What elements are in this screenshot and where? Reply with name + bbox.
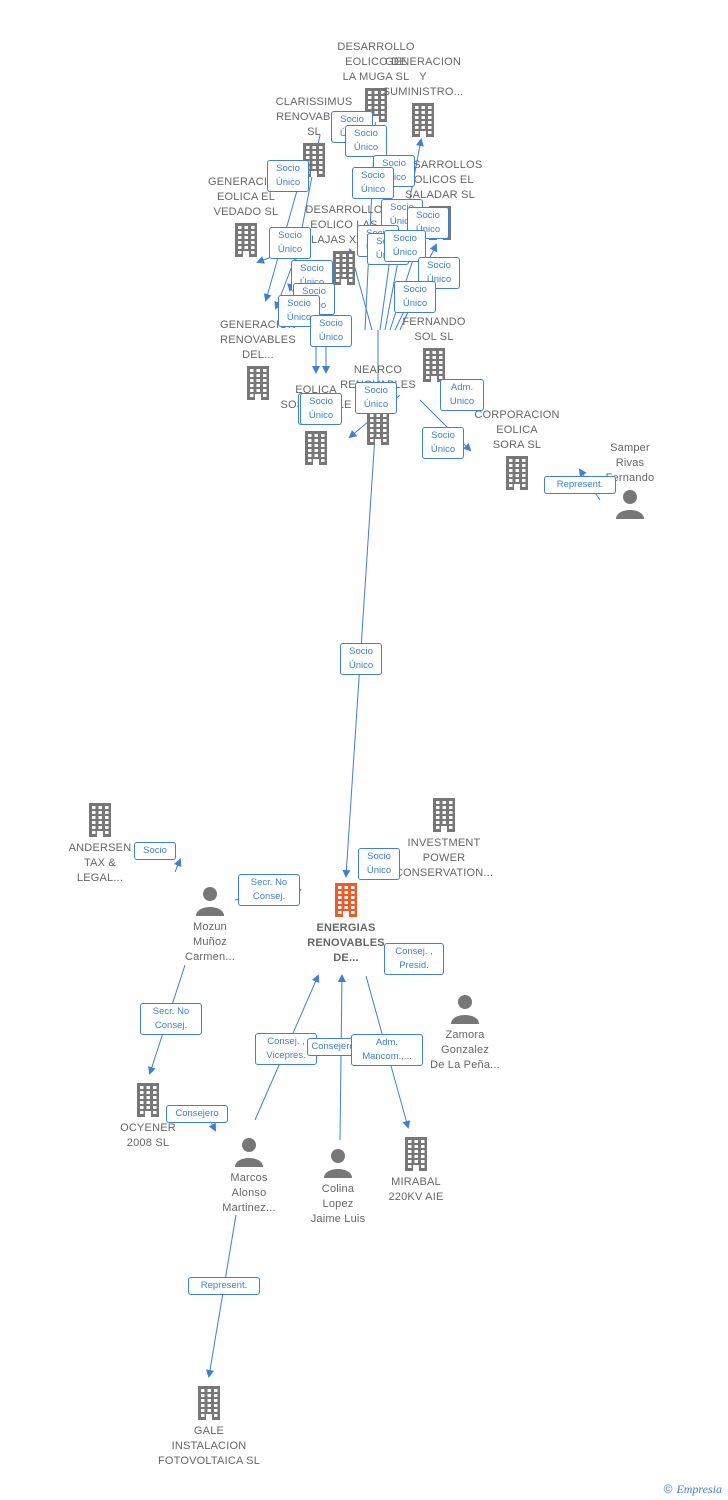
node-label: ENERGIAS RENOVABLES DE... (307, 922, 385, 964)
person-icon (278, 1148, 398, 1178)
edge-label[interactable]: Socio Único (352, 167, 394, 199)
node-label: OCYENER 2008 SL (120, 1122, 176, 1149)
node-generacion-renovables-del[interactable]: GENERACION RENOVABLES DEL... (198, 318, 318, 400)
edge-label[interactable]: Represent. (188, 1277, 260, 1295)
edge-label[interactable]: Socio Único (267, 160, 309, 192)
edge-label[interactable]: Adm. Unico (440, 379, 484, 411)
edge-label[interactable]: Socio (134, 842, 176, 860)
node-desarrollo-lajas[interactable]: DESARROLLO EOLICO LAS LAJAS XXI... (284, 203, 404, 285)
node-mirabal[interactable]: MIRABAL 220KV AIE (356, 1137, 476, 1205)
edge-label[interactable]: Socio Único (422, 427, 464, 459)
edge-label[interactable]: Consejero (166, 1105, 228, 1123)
node-label: DESARROLLO EOLICO LAS LAJAS XXI... (305, 204, 383, 246)
node-mozun[interactable]: Mozun Muñoz Carmen... (150, 886, 270, 965)
edge-line (206, 1214, 237, 1378)
edge-label[interactable]: Secr. No Consej. (238, 874, 300, 906)
building-icon (384, 798, 504, 832)
building-icon (198, 366, 318, 400)
node-generacion-vedado[interactable]: GENERACION EOLICA EL VEDADO SL (186, 175, 306, 257)
edge-line (174, 858, 182, 873)
building-icon (318, 411, 438, 445)
node-label: Samper Rivas Fernando (605, 442, 655, 484)
building-icon (363, 103, 483, 137)
footer-brand[interactable]: ©Empresia (664, 1482, 722, 1497)
edge-label[interactable]: Consej. , Presid. (384, 943, 444, 975)
edge-label[interactable]: Socio Único (345, 125, 387, 157)
building-icon (374, 348, 494, 382)
node-label: GENERACION RENOVABLES DEL... (220, 319, 296, 361)
node-label: MIRABAL 220KV AIE (388, 1176, 444, 1203)
node-desarrollo-muga[interactable]: DESARROLLO EOLICO DE LA MUGA SL (316, 40, 436, 122)
edge-label[interactable]: Adm. Mancom.,... (351, 1034, 423, 1066)
node-label: GENERACION EOLICA EL VEDADO SL (208, 176, 284, 218)
node-label: CORPORACION EOLICA SORA SL (474, 409, 560, 451)
building-icon (457, 456, 577, 490)
node-label: FERNANDO SOL SL (402, 316, 466, 343)
building-icon (186, 223, 306, 257)
person-icon (150, 886, 270, 916)
node-label: DESARROLLOS EOLICOS EL SALADAR SL (397, 159, 483, 201)
person-icon (405, 994, 525, 1024)
node-label: ANDERSEN TAX & LEGAL... (68, 842, 132, 884)
edge-label[interactable]: Socio Único (355, 382, 397, 414)
building-icon (356, 1137, 476, 1171)
edge-label[interactable]: Secr. No Consej. (140, 1003, 202, 1035)
building-icon (256, 431, 376, 465)
node-zamora[interactable]: Zamora Gonzalez De La Peña... (405, 994, 525, 1073)
edge-label[interactable]: Socio Único (269, 227, 311, 259)
person-icon (570, 489, 690, 519)
node-label: Mozun Muñoz Carmen... (184, 921, 236, 963)
node-label: Colina Lopez Jaime Luis (310, 1183, 366, 1225)
building-icon (88, 1083, 208, 1117)
edge-label[interactable]: Represent. (544, 476, 616, 494)
edge-label[interactable]: Socio Único (310, 315, 352, 347)
edge-label[interactable]: Socio Único (358, 848, 400, 880)
node-generacion-suministro[interactable]: GENERACION Y SUMINISTRO... (363, 55, 483, 137)
building-icon (286, 883, 406, 917)
node-label: Zamora Gonzalez De La Peña... (430, 1029, 500, 1071)
brand-name: Empresia (676, 1482, 722, 1496)
edge-label[interactable]: Socio Único (394, 281, 436, 313)
building-icon (284, 251, 404, 285)
node-gale[interactable]: GALE INSTALACION FOTOVOLTAICA SL (149, 1386, 269, 1469)
node-ocyener[interactable]: OCYENER 2008 SL (88, 1083, 208, 1151)
edge-label[interactable]: Socio Único (384, 230, 426, 262)
building-icon (149, 1386, 269, 1420)
edge-label[interactable]: Socio Único (300, 393, 342, 425)
node-label: GALE INSTALACION FOTOVOLTAICA SL (157, 1425, 261, 1467)
person-icon (189, 1137, 309, 1167)
node-label: Marcos Alonso Martinez... (222, 1172, 276, 1214)
node-colina[interactable]: Colina Lopez Jaime Luis (278, 1148, 398, 1227)
node-andersen[interactable]: ANDERSEN TAX & LEGAL... (40, 803, 160, 886)
node-samper[interactable]: Samper Rivas Fernando (570, 441, 690, 519)
node-label: DESARROLLO EOLICO DE LA MUGA SL (337, 41, 415, 83)
node-investment[interactable]: INVESTMENT POWER CONSERVATION... (384, 798, 504, 881)
copyright-symbol: © (663, 1482, 673, 1496)
node-marcos[interactable]: Marcos Alonso Martinez... (189, 1137, 309, 1216)
node-label: INVESTMENT POWER CONSERVATION... (394, 837, 494, 879)
edge-line (337, 974, 346, 1141)
node-fernando-sol[interactable]: FERNANDO SOL SL (374, 315, 494, 382)
building-icon (40, 803, 160, 837)
node-energias[interactable]: ENERGIAS RENOVABLES DE... (286, 883, 406, 966)
node-label: GENERACION Y SUMINISTRO... (382, 56, 464, 98)
edge-label[interactable]: Socio Único (340, 643, 382, 675)
node-corporacion-sora[interactable]: CORPORACION EOLICA SORA SL (457, 408, 577, 490)
